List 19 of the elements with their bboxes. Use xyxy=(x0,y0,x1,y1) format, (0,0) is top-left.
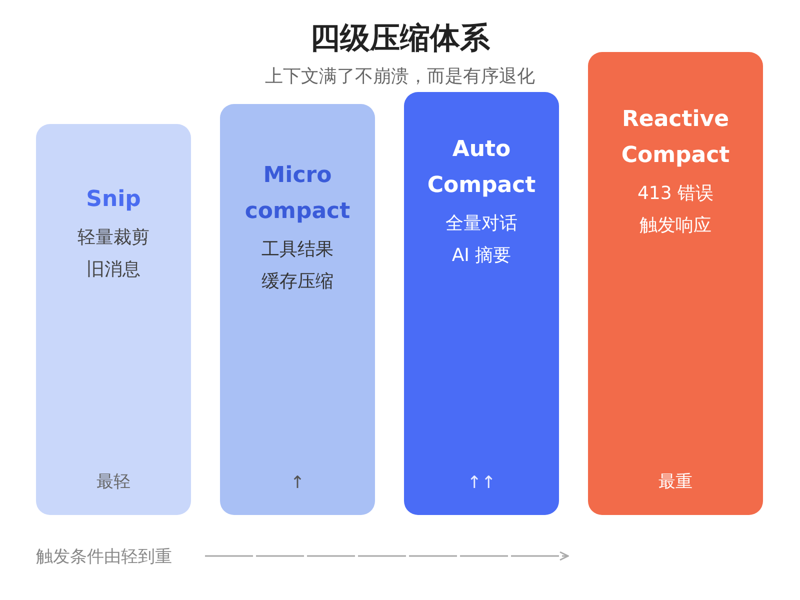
level-marker: ↑↑ xyxy=(466,473,497,493)
stage-bar xyxy=(588,52,763,515)
stage-description: 工具结果缓存压缩 xyxy=(260,238,334,294)
stage-bar xyxy=(220,104,375,515)
title: 四级压缩体系 xyxy=(309,20,491,58)
stage-bar xyxy=(404,92,559,515)
level-marker: 最重 xyxy=(658,471,694,493)
stage-bar xyxy=(36,124,191,515)
stage-description: 413 错误触发响应 xyxy=(636,182,715,238)
level-marker: ↑ xyxy=(289,473,306,493)
subtitle: 上下文满了不崩溃，而是有序退化 xyxy=(264,65,536,88)
stage-name: Reactive Compact xyxy=(620,106,731,170)
stage-name: Snip xyxy=(85,186,142,214)
stage-name: Micro compact xyxy=(244,162,352,226)
stage-description: 全量对话AI 摘要 xyxy=(444,212,518,268)
stage-name: Auto Compact xyxy=(426,136,537,200)
axis-label: 触发条件由轻到重 xyxy=(36,546,172,568)
level-marker: 最轻 xyxy=(96,471,132,493)
stage-description: 轻量裁剪旧消息 xyxy=(76,226,150,282)
